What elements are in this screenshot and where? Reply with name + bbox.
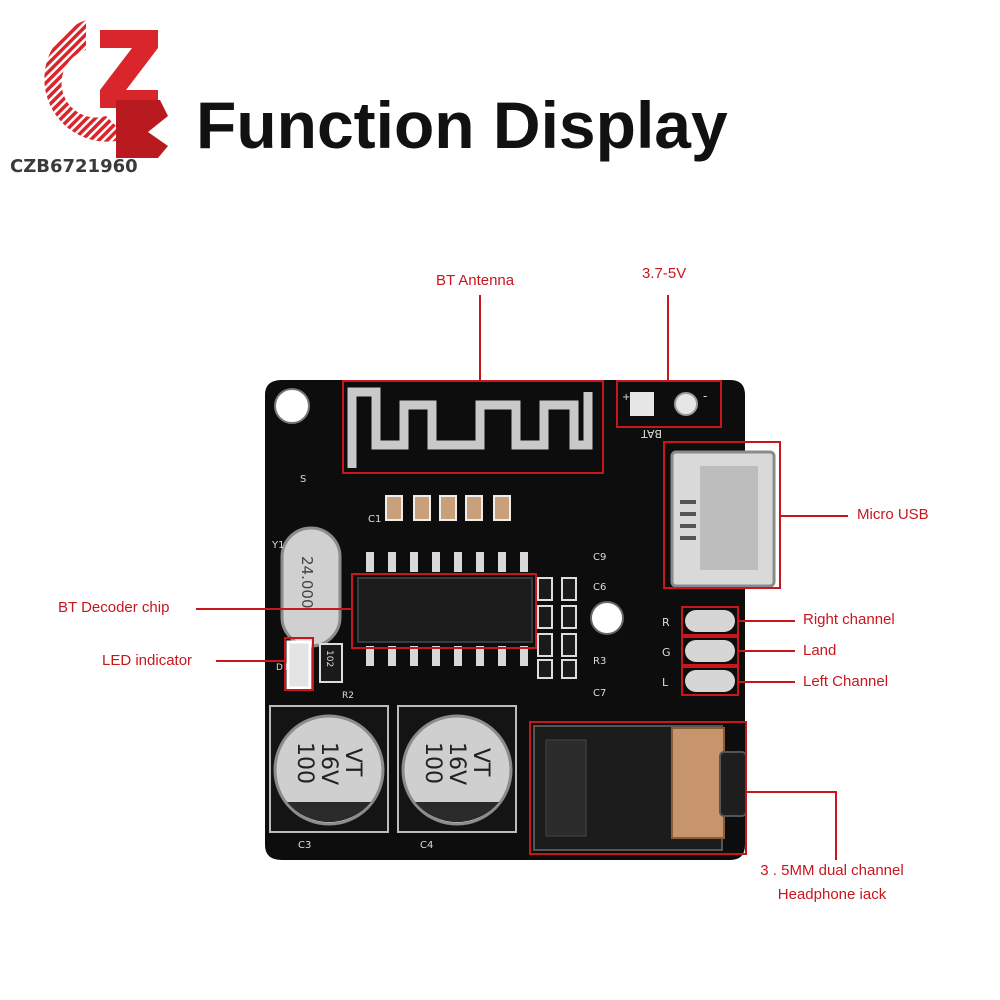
label-jack-line2: Headphone iack bbox=[777, 886, 887, 903]
ref-r2: R2 bbox=[342, 691, 354, 701]
chip-pins-bottom bbox=[366, 646, 528, 666]
label-led-indicator: LED indicator bbox=[102, 652, 193, 669]
usb-pin bbox=[680, 512, 696, 516]
usb-pin bbox=[680, 500, 696, 504]
mounting-hole bbox=[274, 388, 310, 424]
logo-z-shape bbox=[100, 30, 158, 108]
ref-y1: Y1 bbox=[271, 540, 284, 551]
cap-right-value: 100 bbox=[420, 742, 445, 784]
smd-capacitor bbox=[493, 495, 511, 521]
bat-minus-mark: - bbox=[703, 389, 707, 403]
label-micro-usb: Micro USB bbox=[857, 506, 929, 523]
cap-left-voltage: 16V bbox=[316, 742, 341, 785]
ref-c1: C1 bbox=[368, 514, 381, 525]
usb-shell-inner bbox=[700, 466, 758, 570]
pad-right-channel bbox=[685, 610, 735, 632]
label-voltage: 3.7-5V bbox=[642, 265, 687, 282]
leader-jack bbox=[746, 791, 837, 860]
bat-mark: BAT bbox=[641, 427, 662, 440]
decoder-chip bbox=[357, 577, 533, 643]
smd-capacitor bbox=[465, 495, 483, 521]
crystal-mark: 24.000 bbox=[298, 556, 316, 609]
antenna-trace bbox=[347, 387, 593, 468]
smd-capacitor bbox=[385, 495, 403, 521]
jack-barrel bbox=[719, 751, 747, 817]
cap-left-value: 100 bbox=[292, 742, 317, 784]
bat-plus-mark: + bbox=[622, 392, 630, 403]
cap-polarity-band bbox=[287, 802, 371, 823]
callout-box-jack bbox=[529, 721, 747, 855]
page-title: Function Display bbox=[196, 88, 728, 162]
callout-box-chip bbox=[351, 573, 537, 649]
ref-c6: C6 bbox=[593, 582, 606, 593]
ref-c9: C9 bbox=[593, 552, 606, 563]
smd-capacitor bbox=[439, 495, 457, 521]
cap-left-series: VT bbox=[340, 748, 365, 777]
chip-pins-top bbox=[366, 552, 528, 572]
capacitor-left bbox=[273, 714, 385, 826]
ref-c4: C4 bbox=[420, 840, 433, 851]
pad-left-channel bbox=[685, 670, 735, 692]
ref-c7: C7 bbox=[593, 688, 606, 699]
battery-pad-plus bbox=[630, 392, 654, 416]
label-bt-decoder: BT Decoder chip bbox=[58, 599, 170, 616]
label-jack-line1: 3 . 5MM dual channel bbox=[760, 862, 904, 879]
pin-l-mark: L bbox=[662, 676, 669, 689]
label-right-channel: Right channel bbox=[803, 611, 895, 628]
ref-s: S bbox=[300, 474, 306, 485]
jack-contact bbox=[671, 727, 725, 839]
logo-c-shape bbox=[44, 20, 128, 142]
cap-polarity-band bbox=[415, 802, 499, 823]
callout-box-antenna bbox=[342, 380, 604, 474]
ref-r3: R3 bbox=[593, 656, 606, 667]
ref-c3: C3 bbox=[298, 840, 311, 851]
battery-pad-minus bbox=[674, 392, 698, 416]
cap-right-voltage: 16V bbox=[444, 742, 469, 785]
usb-pin bbox=[680, 536, 696, 540]
pad-ground bbox=[685, 640, 735, 662]
cap-right-series: VT bbox=[468, 748, 493, 777]
logo-b-shape bbox=[116, 100, 168, 158]
callout-box-led bbox=[284, 637, 314, 691]
jack-body bbox=[545, 739, 587, 837]
smd-array bbox=[537, 577, 577, 679]
label-left-channel: Left Channel bbox=[803, 673, 889, 690]
smd-capacitor bbox=[413, 495, 431, 521]
center-hole bbox=[590, 601, 624, 635]
res-102-mark: 102 bbox=[324, 650, 334, 667]
label-land: Land bbox=[803, 642, 837, 659]
usb-pin bbox=[680, 524, 696, 528]
label-bt-antenna: BT Antenna bbox=[436, 272, 515, 289]
capacitor-right bbox=[401, 714, 513, 826]
brand-logo: CZB6721960 bbox=[10, 20, 168, 177]
pin-r-mark: R bbox=[662, 616, 670, 629]
callout-lines bbox=[196, 295, 848, 860]
ref-d1: D1 bbox=[276, 663, 289, 673]
logo-text: CZB6721960 bbox=[10, 156, 138, 177]
resistor-102 bbox=[319, 643, 343, 683]
pin-g-mark: G bbox=[662, 646, 671, 659]
led-component bbox=[286, 640, 312, 690]
